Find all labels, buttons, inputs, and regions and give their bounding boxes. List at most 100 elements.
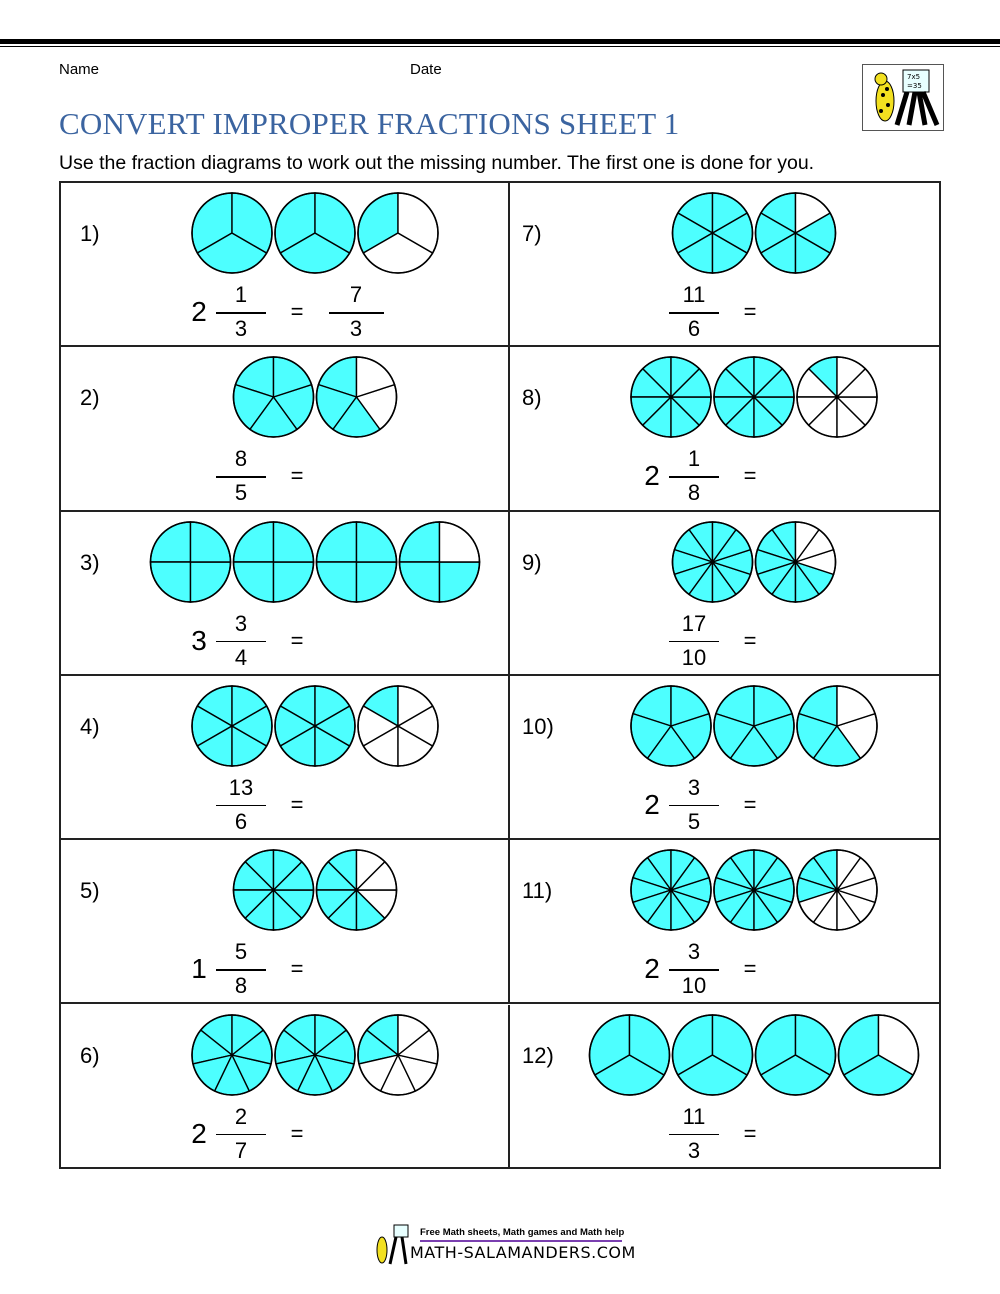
fraction-circle (713, 849, 795, 931)
answer-numerator: 7 (349, 282, 363, 307)
circle-outline (191, 192, 273, 274)
question-number: 12) (522, 1042, 554, 1068)
fraction-circle (191, 685, 273, 767)
top-rule (0, 39, 1000, 44)
footer-tagline: Free Math sheets, Math games and Math he… (420, 1227, 625, 1238)
fraction-circle (630, 685, 712, 767)
denominator: 6 (687, 316, 701, 341)
salamander-logo-icon: 7x5 =35 (874, 69, 940, 126)
equals-sign: = (290, 1120, 304, 1146)
fraction-circle (274, 192, 356, 274)
fraction-circle (796, 356, 878, 439)
equals-sign: = (290, 627, 304, 653)
numerator: 8 (234, 446, 248, 472)
circle-outline (754, 520, 837, 603)
circle-outline (671, 520, 754, 603)
instructions: Use the fraction diagrams to work out th… (59, 152, 815, 174)
equals-sign: = (290, 791, 304, 817)
date-label: Date (410, 61, 442, 78)
denominator: 6 (234, 808, 248, 834)
denominator: 5 (687, 808, 701, 834)
fraction-bar (216, 969, 266, 971)
whole-number: 2 (191, 1117, 207, 1149)
answer-denominator: 3 (349, 316, 363, 341)
circle-outline (754, 1013, 837, 1096)
circle-outline (357, 1013, 439, 1096)
circle-outline (630, 356, 712, 439)
denominator: 10 (681, 644, 707, 670)
fraction-circle (754, 1013, 837, 1096)
circle-outline (357, 685, 439, 767)
page-title: CONVERT IMPROPER FRACTIONS SHEET 1 (59, 106, 680, 141)
circle-outline (232, 849, 315, 931)
fraction-bar (216, 804, 266, 807)
numerator: 5 (234, 939, 248, 965)
fraction-circle (588, 1013, 671, 1096)
fraction-circle (315, 849, 398, 931)
question-number: 11) (522, 878, 553, 904)
fraction-circle (754, 192, 837, 274)
fraction-diagrams (630, 356, 878, 439)
fraction-bar (216, 312, 266, 314)
fraction-circle (357, 192, 439, 274)
answer-fraction-bar (329, 312, 384, 314)
fraction-diagrams (588, 1013, 920, 1096)
question-number: 4) (80, 713, 100, 739)
fraction-diagrams (232, 356, 398, 439)
fraction-circle (398, 520, 481, 603)
question-number: 7) (522, 221, 542, 246)
denominator: 4 (234, 644, 248, 670)
fraction-circle (630, 849, 712, 931)
equals-sign: = (743, 791, 757, 817)
fraction-circle (232, 520, 315, 603)
numerator: 2 (234, 1103, 248, 1129)
salamander-logo: 7x5 =35 (862, 64, 944, 131)
fraction-diagrams (671, 520, 837, 603)
fraction-circle (274, 1013, 356, 1096)
fraction-bar (669, 640, 719, 643)
circle-outline (630, 849, 712, 931)
fraction-circle (671, 192, 754, 274)
fraction-circle (796, 685, 878, 767)
circle-outline (357, 192, 439, 274)
fraction-circle (671, 1013, 754, 1096)
whole-number: 1 (191, 953, 207, 985)
denominator: 10 (681, 973, 707, 999)
numerator: 11 (682, 282, 706, 307)
svg-text:7x5: 7x5 (907, 73, 920, 81)
top-rule-thin (0, 46, 1000, 47)
footer-divider (420, 1240, 622, 1242)
fraction-diagrams (232, 849, 398, 931)
fraction-circle (149, 520, 232, 603)
whole-number: 2 (644, 953, 660, 985)
circle-outline (274, 1013, 356, 1096)
question-number: 1) (80, 221, 100, 246)
numerator: 3 (687, 939, 701, 965)
circle-outline (232, 520, 315, 603)
circle-outline (191, 1013, 273, 1096)
fraction-circle (754, 520, 837, 603)
fraction-circle (191, 1013, 273, 1096)
fraction-bar (669, 476, 719, 478)
fraction-diagrams (149, 520, 481, 603)
denominator: 8 (687, 480, 701, 506)
fraction-bar (216, 476, 266, 478)
equals-sign: = (743, 627, 757, 653)
denominator: 5 (234, 480, 248, 506)
fraction-bar (216, 1133, 266, 1135)
svg-text:=35: =35 (907, 82, 922, 90)
whole-number: 2 (644, 788, 660, 820)
circle-outline (398, 520, 481, 603)
footer-logo: Free Math sheets, Math games and Math he… (372, 1222, 635, 1268)
circle-outline (796, 356, 878, 439)
whole-number: 2 (644, 460, 660, 492)
fraction-circle (357, 1013, 439, 1096)
fraction-diagrams (630, 685, 878, 767)
fraction-bar (669, 804, 719, 807)
